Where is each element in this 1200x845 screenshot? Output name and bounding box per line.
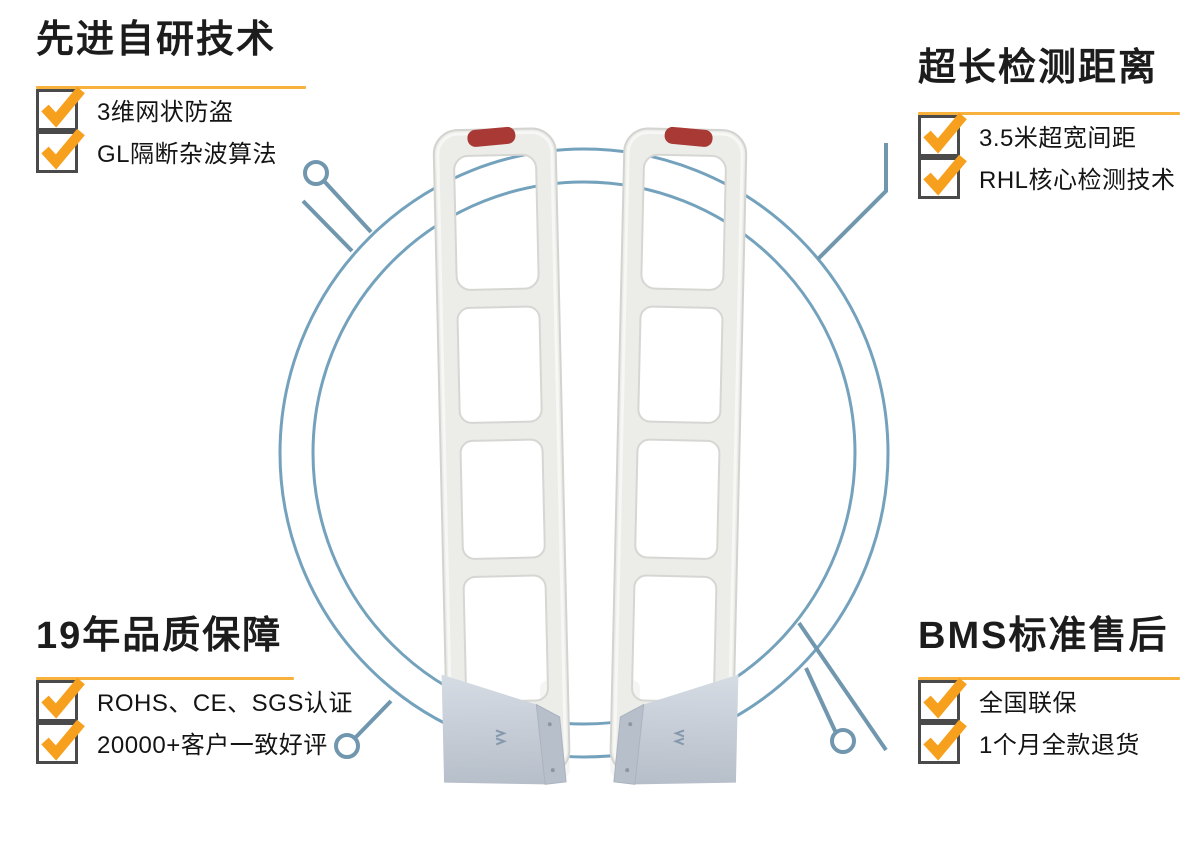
feature-section-bottom-right: BMS标准售后 全国联保 1个月全款退货 bbox=[918, 614, 1200, 764]
feature-item-label: GL隔断杂波算法 bbox=[97, 141, 278, 169]
check-icon bbox=[41, 128, 85, 170]
pedestal-right bbox=[610, 125, 751, 786]
feature-item-label: 20000+客户一致好评 bbox=[97, 732, 328, 760]
checkbox-icon bbox=[918, 112, 967, 157]
inner-circle bbox=[311, 180, 857, 726]
check-icon bbox=[923, 112, 967, 154]
section-heading: 先进自研技术 bbox=[36, 19, 277, 61]
check-icon bbox=[41, 719, 85, 761]
check-icon bbox=[923, 154, 967, 196]
feature-section-top-left: 先进自研技术 3维网状防盗 GL隔断杂波算法 bbox=[36, 18, 396, 173]
checkbox-icon bbox=[918, 719, 967, 764]
feature-section-bottom-left: 19年品质保障 ROHS、CE、SGS认证 20000+客户一致好评 bbox=[36, 614, 396, 764]
checkbox-icon bbox=[36, 677, 85, 722]
feature-item: 20000+客户一致好评 bbox=[36, 719, 396, 764]
heading-underline bbox=[36, 676, 294, 680]
feature-section-top-right: 超长检测距离 3.5米超宽间距 RHL核心检测技术 bbox=[918, 46, 1200, 199]
checkbox-icon bbox=[36, 128, 85, 173]
checkbox-icon bbox=[918, 677, 967, 722]
feature-item: 全国联保 bbox=[918, 677, 1200, 722]
callout-ring bbox=[303, 160, 329, 186]
section-heading: 超长检测距离 bbox=[918, 47, 1159, 89]
checkbox-icon bbox=[36, 719, 85, 764]
feature-item-label: 全国联保 bbox=[979, 690, 1077, 718]
callout-bottom-right bbox=[797, 621, 888, 754]
heading-underline bbox=[36, 85, 306, 89]
callout-top-left bbox=[301, 160, 373, 253]
feature-item-label: 3维网状防盗 bbox=[97, 99, 234, 127]
callout-ring bbox=[334, 733, 360, 759]
check-icon bbox=[41, 677, 85, 719]
section-heading: BMS标准售后 bbox=[918, 615, 1169, 657]
feature-item: GL隔断杂波算法 bbox=[36, 128, 396, 173]
feature-item: 3维网状防盗 bbox=[36, 86, 396, 131]
section-heading: 19年品质保障 bbox=[36, 615, 283, 657]
feature-item-label: RHL核心检测技术 bbox=[979, 167, 1176, 195]
feature-item: ROHS、CE、SGS认证 bbox=[36, 677, 396, 722]
outer-circle bbox=[278, 147, 890, 759]
feature-item: 3.5米超宽间距 bbox=[918, 112, 1200, 157]
checkbox-icon bbox=[918, 154, 967, 199]
check-icon bbox=[923, 677, 967, 719]
feature-item-label: 1个月全款退货 bbox=[979, 732, 1140, 760]
feature-item: RHL核心检测技术 bbox=[918, 154, 1200, 199]
callout-ring bbox=[830, 728, 856, 754]
check-icon bbox=[923, 719, 967, 761]
feature-item-label: ROHS、CE、SGS认证 bbox=[97, 690, 353, 718]
check-icon bbox=[41, 86, 85, 128]
callout-top-right bbox=[816, 143, 888, 261]
checkbox-icon bbox=[36, 86, 85, 131]
callout-bottom-left bbox=[334, 699, 393, 759]
heading-underline bbox=[918, 111, 1180, 115]
feature-item: 1个月全款退货 bbox=[918, 719, 1200, 764]
pedestal-left bbox=[429, 125, 570, 786]
feature-item-label: 3.5米超宽间距 bbox=[979, 125, 1137, 153]
heading-underline bbox=[918, 676, 1180, 680]
